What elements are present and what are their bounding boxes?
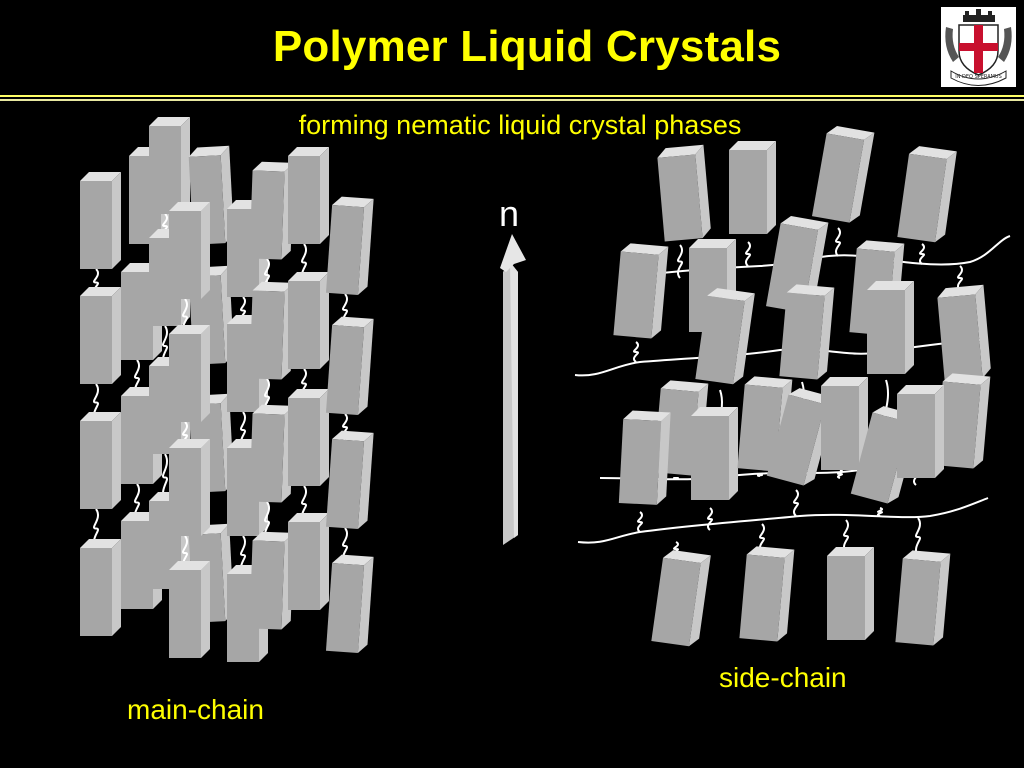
mesogen-block [657,144,711,242]
flexible-spacer [793,489,799,517]
flexible-spacer [957,265,963,291]
mesogen-block [80,172,121,269]
flexible-spacer [745,241,751,267]
slide-title: Polymer Liquid Crystals [272,22,782,71]
flexible-spacer [707,507,713,531]
side-chain-label: side-chain [719,662,847,693]
title-rule-bottom [0,99,1024,101]
mesogen-block [739,546,795,642]
university-crest-icon: IN DEO SPERAMUS [941,7,1016,87]
title-rule-top [0,95,1024,97]
flexible-spacer [837,469,843,479]
side-chain-diagram [574,126,1011,647]
flexible-spacer [633,341,639,363]
main-chain-label: main-chain [127,694,264,725]
mesogen-block [651,550,711,647]
mesogen-block [691,407,738,500]
polymer-backbone [574,339,981,377]
mesogen-block [169,561,210,658]
crest-motto: IN DEO SPERAMUS [955,74,1002,80]
mesogen-block [895,550,951,646]
flexible-spacer [162,453,168,502]
mesogen-block [827,547,874,640]
mesogen-block [288,272,329,369]
mesogen-block [897,385,944,478]
mesogen-block [325,196,374,296]
main-chain-diagram [80,117,374,662]
director-arrow [500,234,526,545]
mesogen-block [169,325,210,422]
flexible-spacer [915,517,921,557]
mesogen-block [249,531,294,630]
director-label: n [499,193,520,234]
polymer-backbone [577,497,989,544]
mesogen-block [867,281,914,374]
mesogen-block [249,161,294,260]
flexible-spacer [919,243,925,265]
mesogen-block [779,284,835,380]
flexible-spacer [843,519,849,553]
mesogen-block [249,404,294,503]
mesogen-block [288,389,329,486]
flexible-spacer [759,523,765,553]
mesogen-block [325,316,374,416]
flexible-spacer [835,227,841,257]
mesogen-block [80,539,121,636]
mesogen-block [80,287,121,384]
flexible-spacer [757,473,763,477]
mesogen-block [169,202,210,299]
slide-subtitle: forming nematic liquid crystal phases [298,110,742,140]
mesogen-block [149,117,190,214]
mesogen-block [80,412,121,509]
flexible-spacer [637,511,643,533]
mesogen-block [618,410,671,505]
mesogen-block [935,373,991,469]
mesogen-block [325,430,374,530]
mesogen-block [729,141,776,234]
director-arrow-head [500,234,526,272]
mesogen-block [613,243,669,339]
mesogen-block [695,288,755,385]
mesogen-block [288,513,329,610]
mesogen-block [821,377,868,470]
mesogen-block [937,284,991,382]
flexible-spacer [677,244,683,279]
mesogen-block [249,281,294,380]
mesogen-block [811,126,875,223]
mesogen-block [288,147,329,244]
mesogen-block [897,146,957,243]
mesogen-block [325,554,374,654]
mesogen-block [169,439,210,536]
flexible-spacer [877,507,883,517]
